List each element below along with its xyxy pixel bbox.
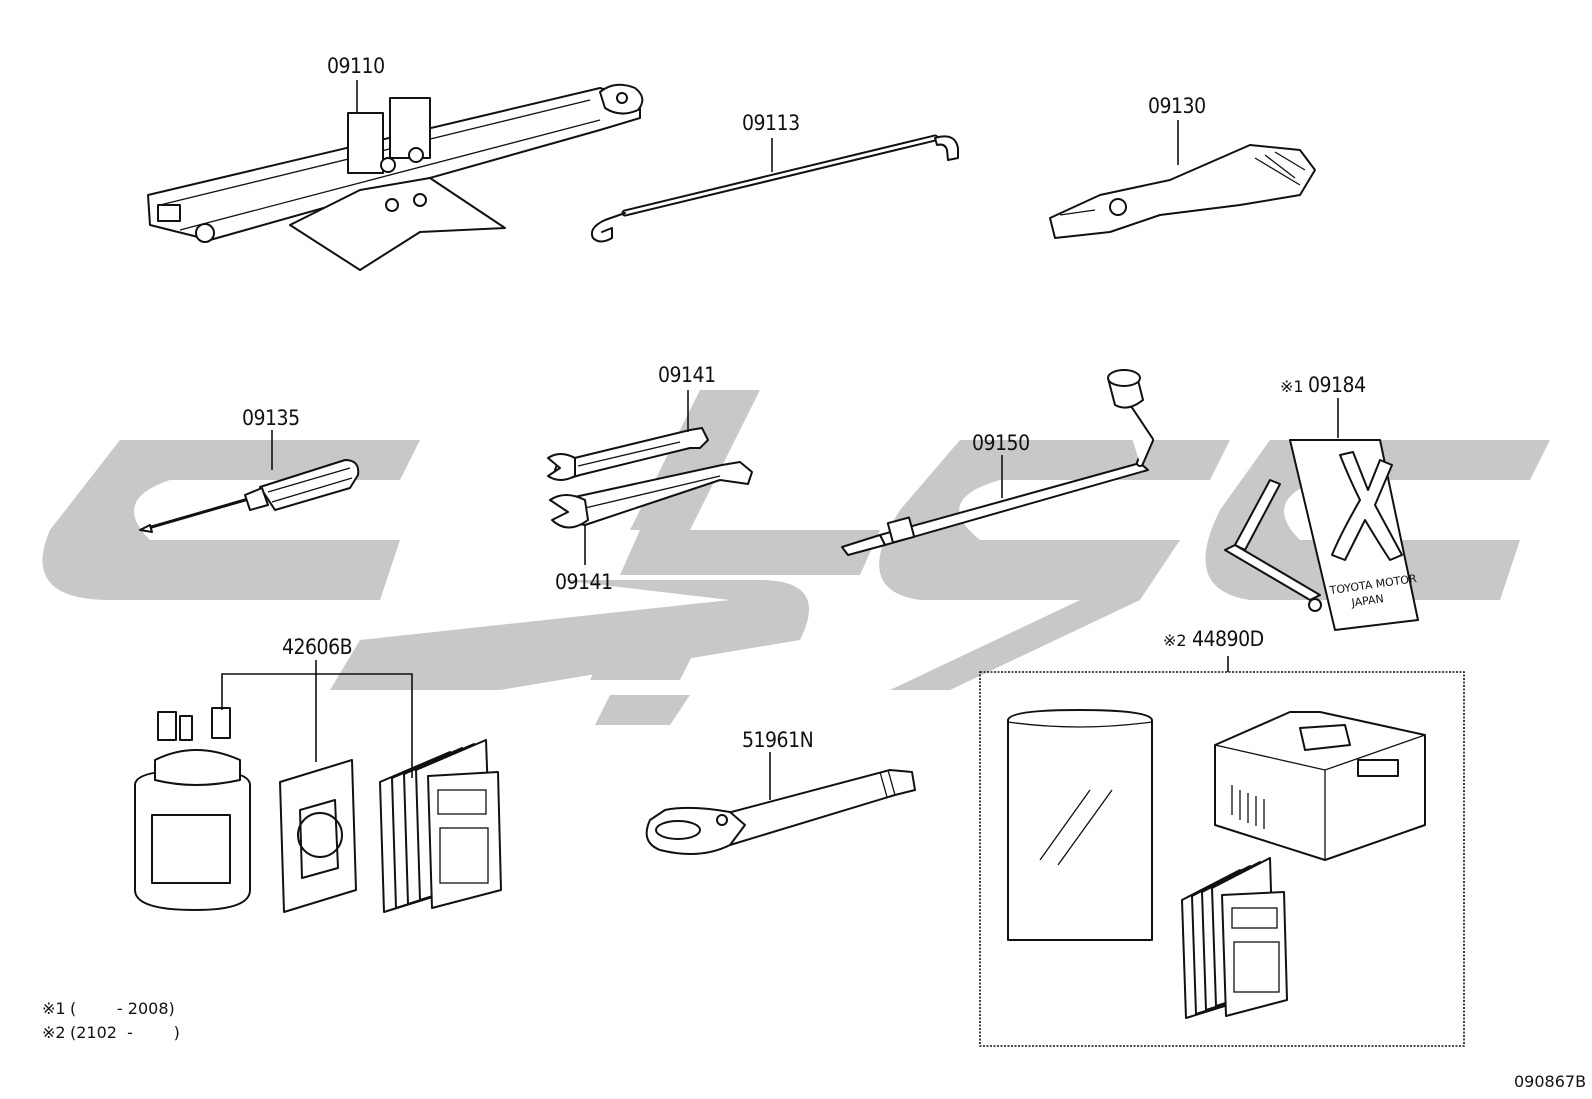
wrench-lower-label: 09141 bbox=[555, 570, 613, 594]
compressor-kit-box bbox=[979, 671, 1465, 1047]
towing-eye-label: 51961N bbox=[742, 728, 813, 752]
towing-eye-part bbox=[645, 769, 916, 855]
warning-triangle-part: TOYOTA MOTOR JAPAN bbox=[1224, 439, 1419, 631]
footnote-2-text: (2102 - ) bbox=[70, 1023, 180, 1042]
plate-text-line2: JAPAN bbox=[1350, 592, 1385, 610]
warning-triangle-note-mark: ※1 bbox=[1280, 377, 1304, 396]
warning-triangle-label: 09184 bbox=[1308, 373, 1366, 397]
diagram-code: 090867B bbox=[1514, 1072, 1586, 1091]
wrench-upper-label: 09141 bbox=[658, 363, 716, 387]
footnote-2-mark: ※2 bbox=[42, 1023, 66, 1042]
wheel-nut-wrench-label: 09150 bbox=[972, 431, 1030, 455]
footnote-1-text: ( - 2008) bbox=[70, 999, 175, 1018]
compressor-kit-label: 44890D bbox=[1192, 627, 1264, 651]
compressor-kit-note-mark: ※2 bbox=[1163, 631, 1187, 650]
pliers-part bbox=[1049, 144, 1316, 239]
jack-label: 09110 bbox=[327, 54, 385, 78]
tire-repair-kit-label: 42606B bbox=[282, 635, 352, 659]
screwdriver-part bbox=[139, 459, 360, 533]
footnote-1-mark: ※1 bbox=[42, 999, 66, 1018]
screwdriver-label: 09135 bbox=[242, 406, 300, 430]
jack-handle-part bbox=[590, 134, 959, 243]
tire-repair-kit-part bbox=[134, 707, 502, 913]
wrench-lower-part bbox=[549, 461, 753, 529]
jack-handle-label: 09113 bbox=[742, 111, 800, 135]
pliers-label: 09130 bbox=[1148, 94, 1206, 118]
compressor-kit-part bbox=[1007, 709, 1426, 1019]
wrench-upper-part bbox=[547, 427, 709, 481]
wheel-nut-wrench-part bbox=[841, 369, 1154, 556]
tire-repair-kit-bracket bbox=[221, 673, 413, 778]
jack-part bbox=[147, 83, 644, 271]
